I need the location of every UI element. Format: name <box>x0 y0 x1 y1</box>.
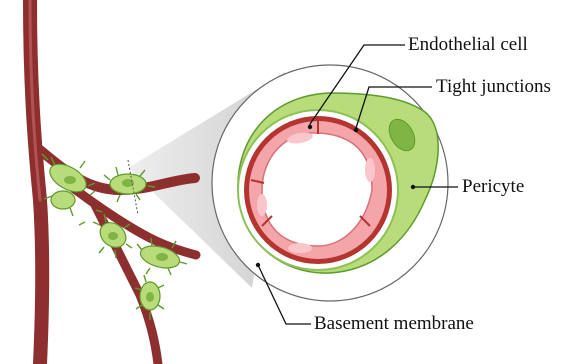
capillary-cross-section <box>212 65 448 301</box>
label-pericyte: Pericyte <box>462 177 524 196</box>
label-endothelial-cell: Endothelial cell <box>408 35 528 54</box>
label-tight-junctions: Tight junctions <box>436 77 551 96</box>
label-basement-membrane: Basement membrane <box>314 314 474 333</box>
